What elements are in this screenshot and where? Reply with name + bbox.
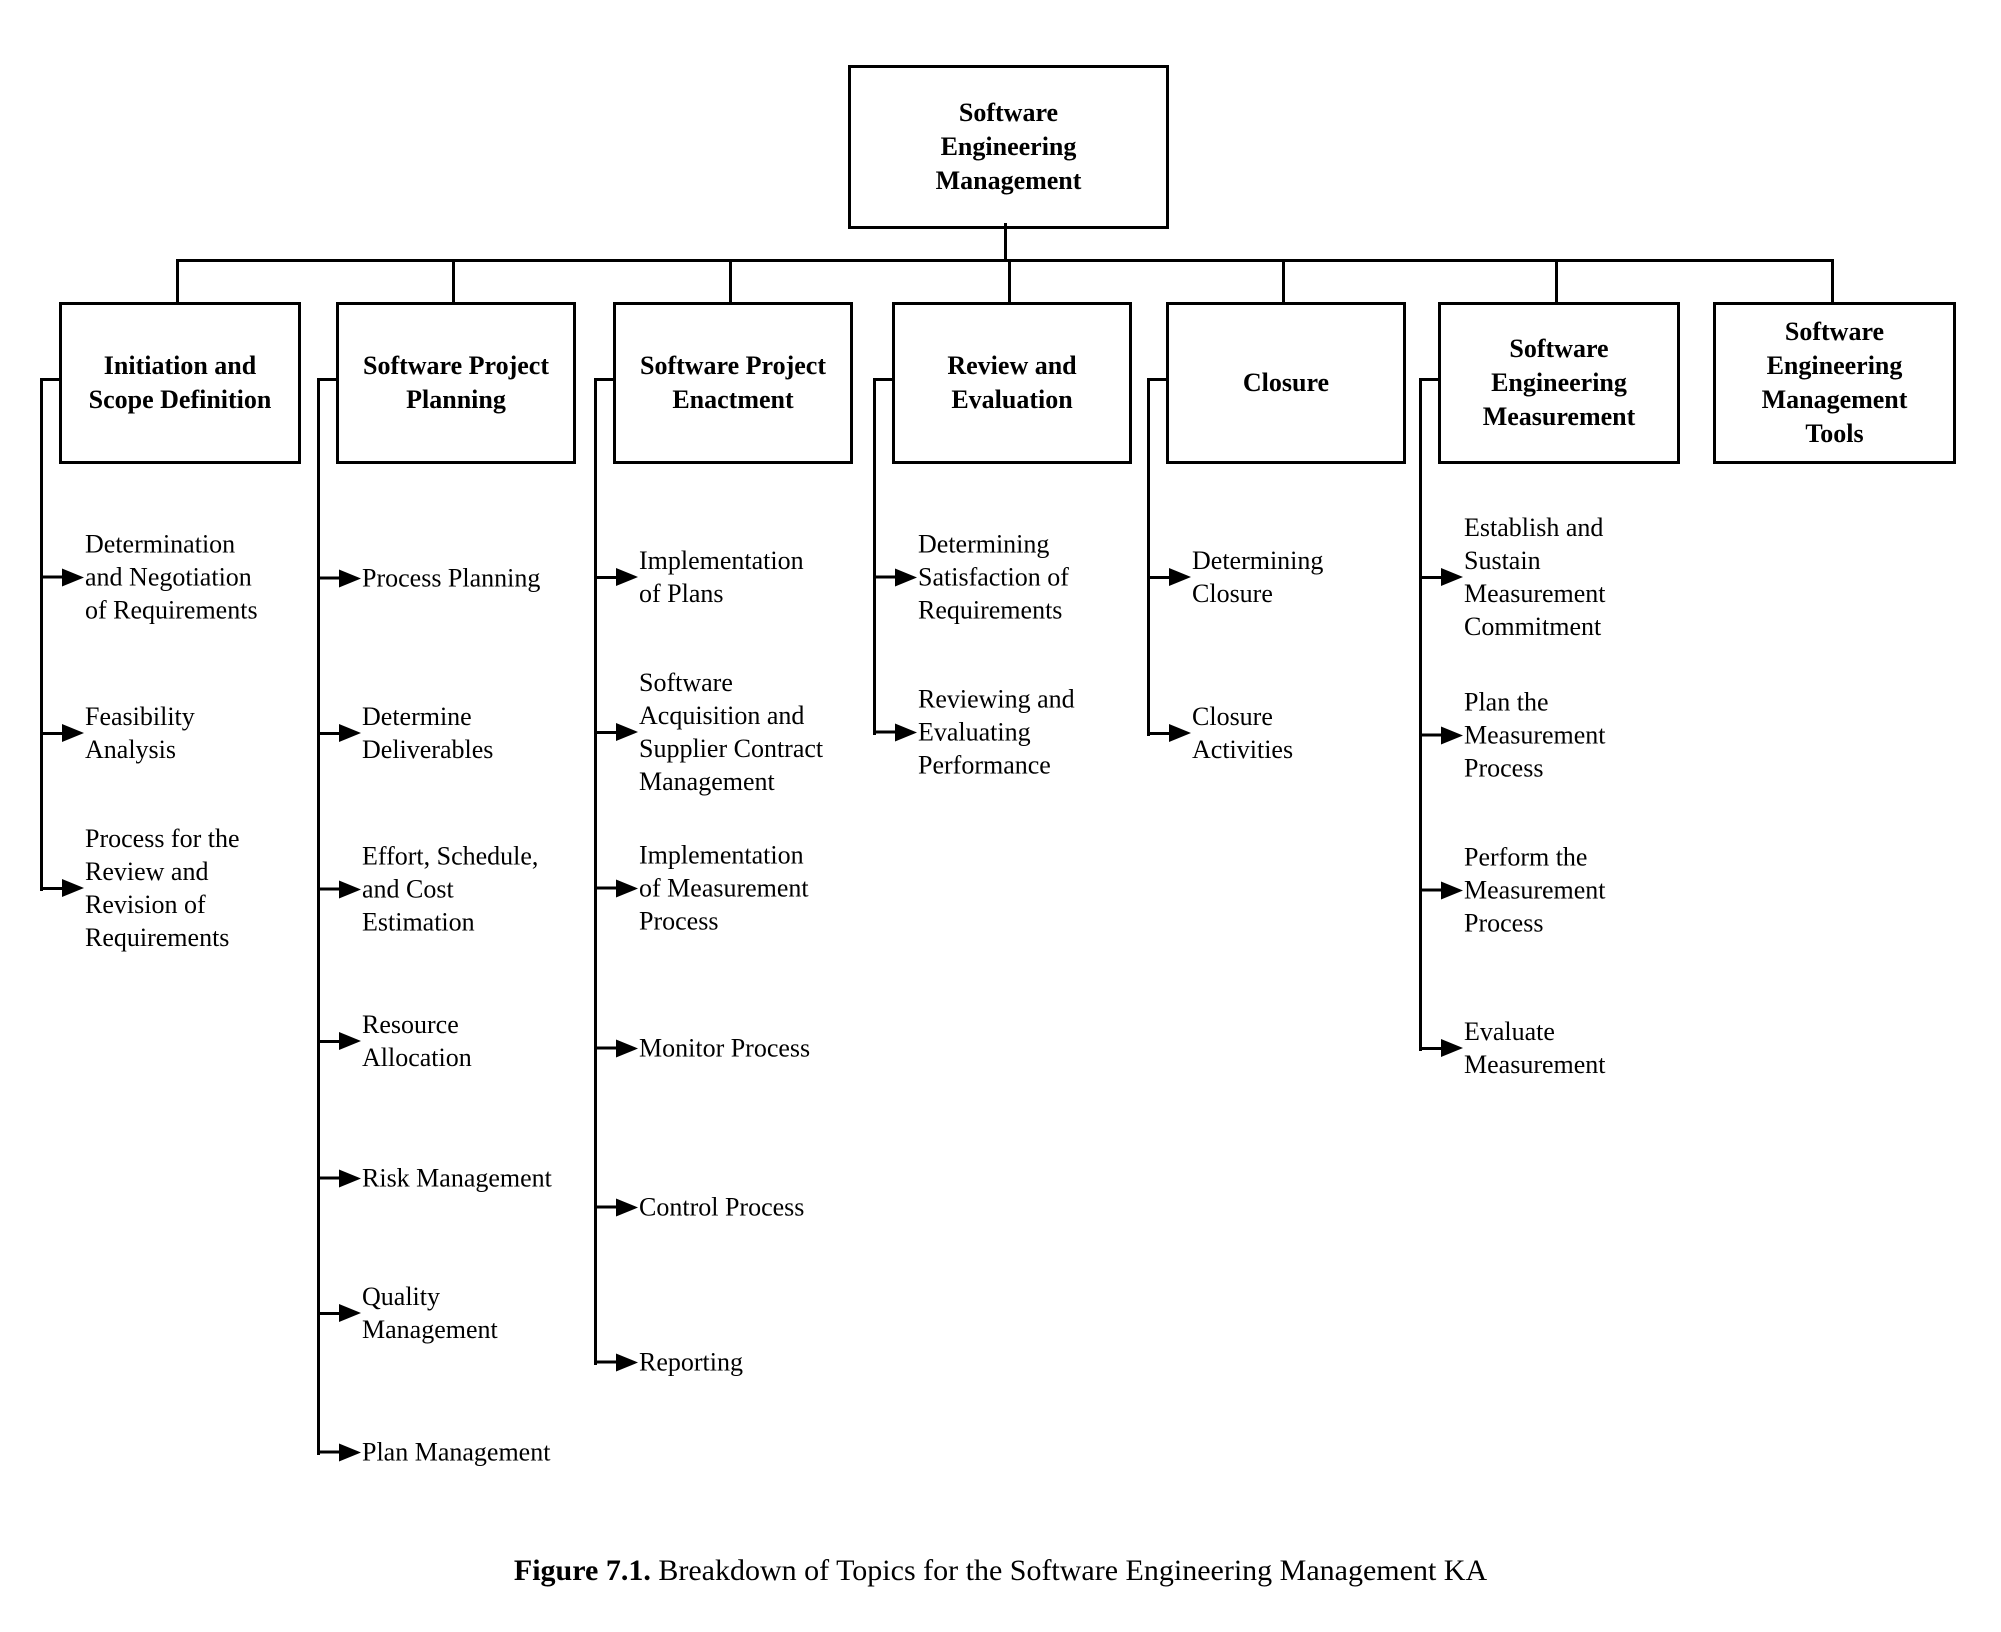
connector-spine-closure — [1147, 378, 1150, 736]
connector-drop-enactment — [729, 259, 732, 305]
connector-drop-tools — [1831, 259, 1834, 305]
topic-implementation-of-measurement-process: Implementation of Measurement Process — [594, 840, 809, 936]
connector-drop-closure — [1282, 259, 1285, 305]
category-box-software-project-planning: Software Project Planning — [336, 302, 576, 464]
connector-stub-measurement — [1419, 378, 1441, 381]
topic-determining-satisfaction-of-requirements: Determining Satisfaction of Requirements — [873, 529, 1069, 625]
topic-implementation-of-plans: Implementation of Plans — [594, 546, 804, 608]
category-box-software-engineering-measurement: Software Engineering Measurement — [1438, 302, 1680, 464]
connector-drop-planning — [452, 259, 455, 305]
topic-reporting: Reporting — [594, 1347, 743, 1377]
topic-perform-the-measurement-process: Perform the Measurement Process — [1419, 842, 1606, 938]
connector-drop-measurement — [1555, 259, 1558, 305]
topic-resource-allocation: Resource Allocation — [317, 1010, 472, 1072]
figure-caption-label: Figure 7.1. — [513, 1554, 651, 1587]
topic-plan-the-measurement-process: Plan the Measurement Process — [1419, 687, 1606, 783]
category-box-software-engineering-management-tools: Software Engineering Management Tools — [1713, 302, 1956, 464]
topic-risk-management: Risk Management — [317, 1163, 552, 1193]
connector-stub-planning — [317, 378, 339, 381]
topic-establish-and-sustain-measurement-commitment: Establish and Sustain Measurement Commit… — [1419, 513, 1606, 641]
connector-bus — [177, 259, 1834, 262]
topic-determining-closure: Determining Closure — [1146, 546, 1324, 608]
topic-effort-schedule-and-cost-estimation: Effort, Schedule, and Cost Estimation — [316, 841, 539, 937]
category-box-closure: Closure — [1166, 302, 1406, 464]
connector-spine-measurement — [1419, 378, 1422, 1051]
connector-stub-review — [873, 378, 895, 381]
root-box-software-engineering-management: Software Engineering Management — [848, 65, 1169, 229]
topic-feasibility-analysis: Feasibility Analysis — [40, 702, 195, 764]
topic-reviewing-and-evaluating-performance: Reviewing and Evaluating Performance — [873, 684, 1075, 780]
connector-spine-planning — [317, 378, 320, 1455]
topic-evaluate-measurement: Evaluate Measurement — [1419, 1017, 1606, 1079]
connector-spine-initiation — [40, 378, 43, 891]
connector-spine-review — [873, 378, 876, 735]
connector-drop-review — [1008, 259, 1011, 305]
topic-determine-deliverables: Determine Deliverables — [316, 702, 494, 764]
topic-closure-activities: Closure Activities — [1146, 702, 1294, 764]
topic-plan-management: Plan Management — [316, 1437, 551, 1467]
connector-root-stem — [1004, 223, 1007, 262]
figure-caption-text: Breakdown of Topics for the Software Eng… — [650, 1554, 1488, 1587]
connector-stub-enactment — [594, 378, 616, 381]
topic-process-planning: Process Planning — [316, 563, 541, 593]
topic-process-for-review-and-revision-of-requirements: Process for the Review and Revision of R… — [40, 824, 240, 952]
connector-stub-initiation — [40, 378, 62, 381]
topic-quality-management: Quality Management — [317, 1282, 498, 1344]
connector-spine-enactment — [594, 378, 597, 1365]
topic-control-process: Control Process — [593, 1192, 805, 1222]
category-box-initiation-and-scope-definition: Initiation and Scope Definition — [59, 302, 301, 464]
topic-determination-and-negotiation-of-requirements: Determination and Negotiation of Require… — [40, 529, 258, 625]
category-box-review-and-evaluation: Review and Evaluation — [892, 302, 1132, 464]
figure-caption: Figure 7.1. Breakdown of Topics for the … — [0, 1552, 2001, 1590]
topic-software-acquisition-and-supplier-contract-management: Software Acquisition and Supplier Contra… — [593, 668, 824, 796]
connector-drop-initiation — [176, 259, 179, 305]
connector-stub-closure — [1147, 378, 1169, 381]
category-box-software-project-enactment: Software Project Enactment — [613, 302, 853, 464]
topic-monitor-process: Monitor Process — [593, 1033, 811, 1063]
